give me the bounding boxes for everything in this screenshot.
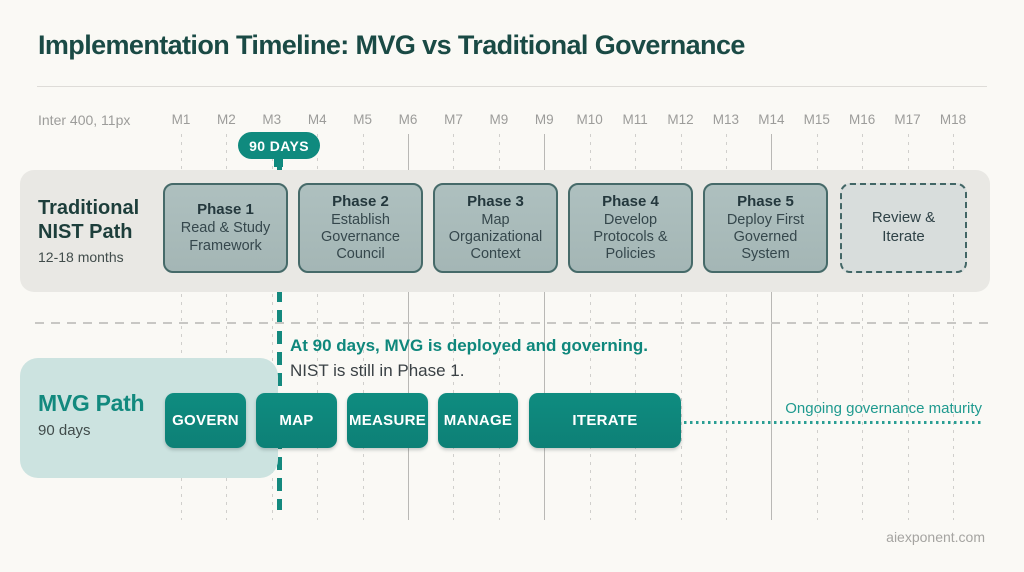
ninety-days-badge: 90 DAYS xyxy=(238,132,320,159)
gridline-m17 xyxy=(907,134,909,520)
month-label-m9: M9 xyxy=(489,112,509,127)
mvg-step-manage: MANAGE xyxy=(438,393,518,448)
ninety-days-badge-label: 90 DAYS xyxy=(249,137,309,154)
site-credit: aiexponent.com xyxy=(886,529,985,545)
row-divider-dashed xyxy=(35,322,990,324)
mvg-path-duration: 90 days xyxy=(38,422,91,439)
mvg-path-title: MVG Path xyxy=(38,390,145,416)
month-label-m6: M6 xyxy=(398,112,418,127)
month-label-m4: M4 xyxy=(307,112,327,127)
ongoing-dotted-line xyxy=(684,421,984,424)
ninety-days-marker-line xyxy=(277,163,282,510)
month-label-m2: M2 xyxy=(217,112,236,127)
gridline-m16 xyxy=(862,134,864,520)
mvg-step-map: MAP xyxy=(256,393,337,448)
gridline-m12 xyxy=(680,134,682,520)
gridline-m9 xyxy=(498,134,500,520)
phase-title: Phase 4 xyxy=(602,192,659,210)
phase-title: Phase 2 xyxy=(332,192,389,210)
gridline-m2 xyxy=(226,134,228,520)
month-label-m14: M14 xyxy=(758,112,785,127)
gridline-m1 xyxy=(181,134,182,520)
font-annotation: Inter 400, 11px xyxy=(38,112,131,128)
phase-body: Read & Study Framework xyxy=(180,220,271,254)
review-iterate-box: Review & Iterate xyxy=(840,183,967,273)
callout-highlight: At 90 days, MVG is deployed and governin… xyxy=(290,336,649,355)
mvg-step-iterate: ITERATE xyxy=(529,393,681,448)
phase-title: Phase 5 xyxy=(737,192,794,210)
gridline-m10 xyxy=(589,134,591,520)
ninety-days-badge-tail xyxy=(274,158,283,167)
title-divider xyxy=(37,86,987,87)
month-label-m13: M13 xyxy=(712,112,740,127)
mvg-step-measure: MEASURE xyxy=(347,393,428,448)
month-label-m12: M12 xyxy=(667,112,694,127)
phase-body: Develop Protocols & Policies xyxy=(593,211,668,263)
review-iterate-label: Review & Iterate xyxy=(871,209,936,245)
month-label-m18: M18 xyxy=(939,112,967,127)
month-label-m10: M10 xyxy=(576,112,603,127)
gridline-m9 xyxy=(544,134,546,520)
phase-title: Phase 1 xyxy=(197,201,254,219)
phase-title: Phase 3 xyxy=(467,192,524,210)
phase-body: Map Organizational Context xyxy=(448,211,543,263)
ongoing-maturity-label: Ongoing governance maturity xyxy=(785,400,982,417)
month-label-m7: M7 xyxy=(444,112,463,127)
gridline-m3 xyxy=(271,134,273,520)
gridline-m7 xyxy=(453,134,455,520)
mvg-step-govern: GOVERN xyxy=(165,393,246,448)
month-label-m3: M3 xyxy=(262,112,282,127)
ninety-days-callout: At 90 days, MVG is deployed and governin… xyxy=(290,336,648,381)
month-label-m11: M11 xyxy=(622,112,648,127)
traditional-path-title: Traditional NIST Path xyxy=(38,197,140,244)
month-label-m17: M17 xyxy=(894,112,921,127)
month-label-m1: M1 xyxy=(171,112,191,127)
page-title: Implementation Timeline: MVG vs Traditio… xyxy=(38,30,745,60)
phase-body: Deploy First Governed System xyxy=(726,211,805,263)
traditional-path-duration: 12-18 months xyxy=(38,249,124,265)
month-label-m16: M16 xyxy=(849,112,876,127)
gridline-m15 xyxy=(816,134,818,520)
gridline-m11 xyxy=(635,134,637,520)
month-label-m9: M9 xyxy=(534,112,554,127)
gridline-m14 xyxy=(771,134,773,520)
phase-body: Establish Governance Council xyxy=(321,211,400,263)
gridline-m13 xyxy=(725,134,727,520)
gridline-m4 xyxy=(317,134,319,520)
month-label-m5: M5 xyxy=(353,112,373,127)
month-label-m15: M15 xyxy=(803,112,830,127)
callout-secondary: NIST is still in Phase 1. xyxy=(290,361,465,380)
gridline-m18 xyxy=(952,134,954,520)
gridline-m5 xyxy=(362,134,364,520)
gridline-m6 xyxy=(408,134,410,520)
